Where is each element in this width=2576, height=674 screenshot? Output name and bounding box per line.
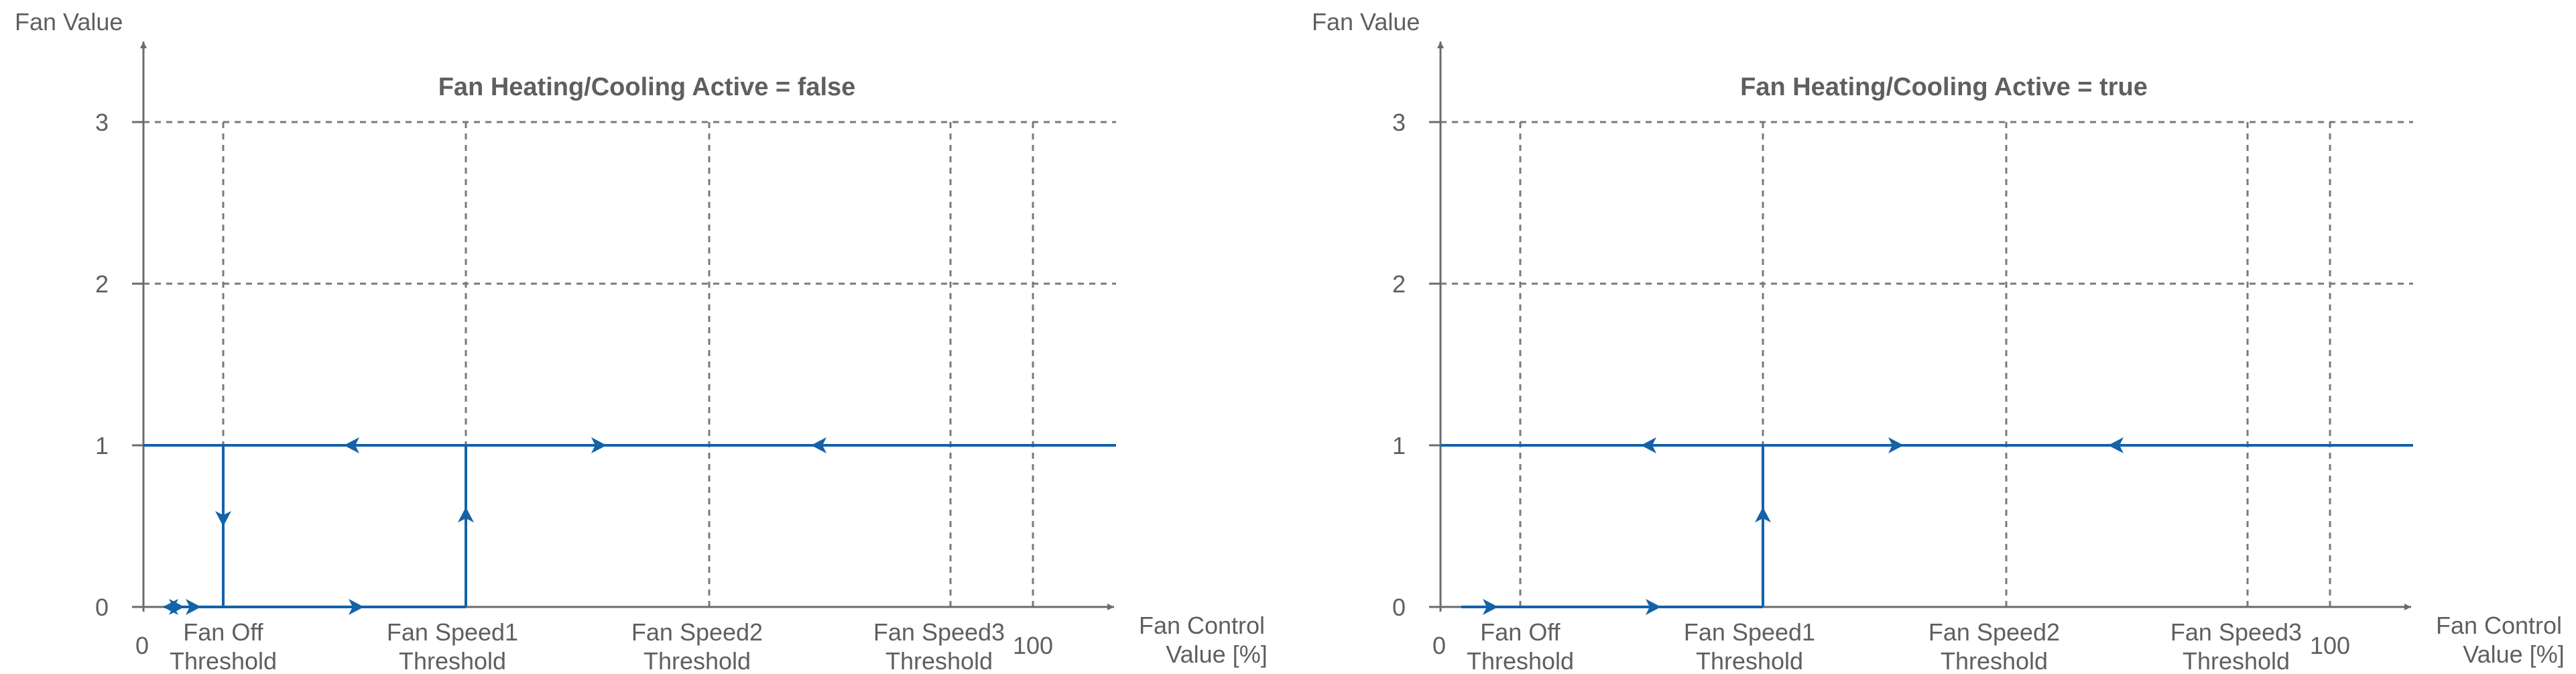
arrow-right-icon <box>591 437 607 453</box>
x-start-label: 0 <box>135 632 149 659</box>
tick-marks <box>1429 121 1440 608</box>
arrow-right-icon <box>169 599 184 615</box>
threshold-labels: Fan Off Threshold Fan Speed1 Threshold F… <box>1467 618 2302 674</box>
arrow-right-icon <box>1646 599 1661 615</box>
y-tick-label: 3 <box>95 109 109 136</box>
arrow-left-icon <box>2108 437 2124 453</box>
direction-arrows <box>1483 437 2124 615</box>
arrow-right-icon <box>349 599 364 615</box>
arrow-left-icon <box>811 437 826 453</box>
axes <box>1429 42 2411 612</box>
threshold-label-speed1: Fan Speed1 <box>1684 618 1815 646</box>
arrow-right-icon <box>1483 599 1498 615</box>
y-tick-label: 1 <box>95 432 109 459</box>
y-tick-label: 0 <box>1392 594 1406 621</box>
arrow-left-icon <box>1641 437 1656 453</box>
threshold-label-fan-off: Threshold <box>1467 647 1574 674</box>
y-tick-label: 2 <box>1392 270 1406 298</box>
arrow-left-icon <box>344 437 359 453</box>
threshold-label-fan-off: Threshold <box>170 647 277 674</box>
arrow-right-icon <box>1888 437 1904 453</box>
threshold-label-speed3: Fan Speed3 <box>2170 618 2302 646</box>
threshold-label-speed3: Threshold <box>2183 647 2290 674</box>
tick-marks <box>132 121 143 608</box>
panel-heating-cooling-false: Fan Value Fan Heating/Cooling Active = f… <box>15 8 1268 674</box>
hysteresis-curve <box>1440 444 2413 608</box>
axes <box>132 42 1114 612</box>
x-end-label: 100 <box>2310 632 2350 659</box>
threshold-label-speed2: Threshold <box>1941 647 2048 674</box>
threshold-label-speed2: Threshold <box>643 647 751 674</box>
threshold-label-speed1: Threshold <box>399 647 506 674</box>
x-axis-label: Value [%] <box>1166 640 1267 668</box>
x-axis-label: Fan Control <box>2436 612 2562 639</box>
gridlines <box>143 121 1116 607</box>
x-axis-label: Value [%] <box>2463 640 2564 668</box>
threshold-label-speed2: Fan Speed2 <box>631 618 763 646</box>
x-start-label: 0 <box>1432 632 1446 659</box>
threshold-labels: Fan Off Threshold Fan Speed1 Threshold F… <box>170 618 1005 674</box>
threshold-label-speed3: Threshold <box>885 647 993 674</box>
threshold-label-speed1: Threshold <box>1696 647 1803 674</box>
gridlines <box>1440 121 2413 607</box>
threshold-label-fan-off: Fan Off <box>183 618 263 646</box>
direction-arrows <box>163 437 826 615</box>
panel-title: Fan Heating/Cooling Active = true <box>1740 73 2148 101</box>
arrow-right-icon <box>186 599 201 615</box>
x-end-label: 100 <box>1013 632 1053 659</box>
threshold-label-speed1: Fan Speed1 <box>387 618 518 646</box>
arrow-up-icon <box>458 507 474 522</box>
arrow-down-icon <box>215 511 231 526</box>
y-tick-labels: 3 2 1 0 <box>95 109 109 621</box>
threshold-label-speed2: Fan Speed2 <box>1928 618 2060 646</box>
y-tick-label: 0 <box>95 594 109 621</box>
panel-heating-cooling-true: Fan Value Fan Heating/Cooling Active = t… <box>1312 8 2565 674</box>
y-tick-label: 2 <box>95 270 109 298</box>
hysteresis-curve <box>143 444 1116 608</box>
threshold-label-fan-off: Fan Off <box>1480 618 1560 646</box>
y-axis-label: Fan Value <box>15 8 123 36</box>
y-axis-label: Fan Value <box>1312 8 1420 36</box>
y-tick-label: 1 <box>1392 432 1406 459</box>
panel-title: Fan Heating/Cooling Active = false <box>438 73 856 101</box>
threshold-label-speed3: Fan Speed3 <box>873 618 1005 646</box>
arrow-up-icon <box>1755 507 1771 522</box>
y-tick-labels: 3 2 1 0 <box>1392 109 1406 621</box>
y-tick-label: 3 <box>1392 109 1406 136</box>
x-axis-label: Fan Control <box>1139 612 1265 639</box>
